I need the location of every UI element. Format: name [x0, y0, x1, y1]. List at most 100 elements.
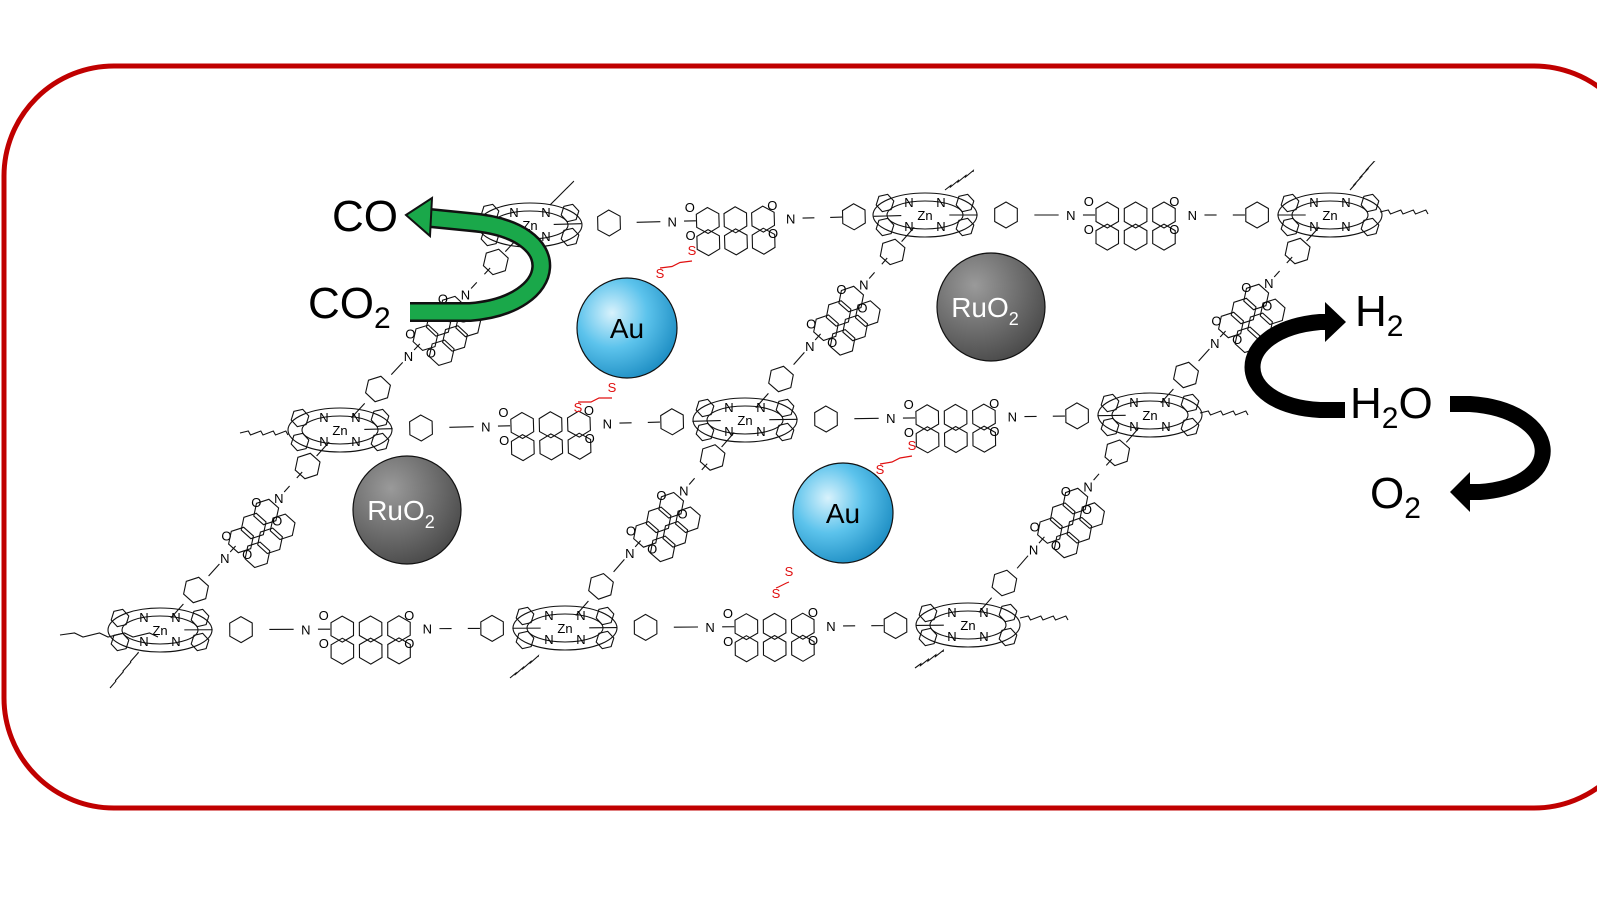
nitrogen-atom: N: [705, 620, 714, 635]
nitrogen-atom: N: [979, 629, 988, 644]
bond: [1093, 473, 1100, 481]
oxygen-atom: O: [1241, 280, 1251, 295]
aromatic-ring: [775, 422, 795, 442]
oxygen-atom: O: [678, 506, 688, 521]
water-oxidation-arrows: [1244, 302, 1551, 512]
aromatic-ring: [290, 432, 310, 452]
sulfur-atom: S: [574, 400, 583, 415]
aromatic-ring: [972, 425, 997, 453]
aromatic-ring: [1230, 297, 1257, 325]
oxygen-atom: O: [989, 424, 999, 439]
polymer-continuation: [509, 654, 540, 679]
bond: [721, 432, 735, 448]
aromatic-ring: [943, 403, 968, 432]
aromatic-ring: [790, 612, 815, 640]
bond: [1306, 226, 1320, 242]
aromatic-ring: [1065, 402, 1089, 430]
aromatic-ring: [510, 433, 535, 462]
oxygen-atom: O: [404, 608, 414, 623]
disulfide-linker: SS: [876, 438, 917, 477]
oxygen-atom: O: [319, 636, 329, 651]
aromatic-ring: [875, 217, 895, 237]
aromatic-ring: [290, 408, 310, 428]
aromatic-ring: [875, 193, 895, 213]
aromatic-ring: [515, 630, 535, 650]
nitrogen-atom: N: [1210, 336, 1219, 351]
nitrogen-atom: N: [351, 434, 360, 449]
aromatic-ring: [734, 635, 759, 663]
aromatic-ring: [695, 422, 715, 442]
nitrogen-atom: N: [351, 410, 360, 425]
aromatic-ring: [387, 615, 411, 643]
oxygen-atom: O: [1030, 520, 1040, 535]
o2-label: O2: [1370, 469, 1421, 525]
bond: [793, 351, 805, 366]
svg-text:RuO2: RuO2: [951, 292, 1019, 329]
nitrogen-atom: N: [1188, 208, 1197, 223]
aromatic-ring: [1066, 516, 1093, 544]
aromatic-ring: [409, 414, 433, 442]
aromatic-ring: [883, 611, 908, 640]
nitrogen-atom: N: [1341, 219, 1350, 234]
aromatic-ring: [658, 491, 685, 519]
oxygen-atom: O: [656, 488, 666, 503]
bond: [470, 282, 478, 289]
aromatic-ring: [560, 203, 580, 223]
bond: [208, 563, 220, 577]
polymer-continuation: [914, 648, 945, 669]
nitrogen-atom: N: [936, 219, 945, 234]
oxygen-atom: O: [904, 425, 914, 440]
aromatic-ring: [829, 328, 856, 356]
nitrogen-atom: N: [423, 622, 432, 637]
aromatic-ring: [695, 206, 720, 235]
aromatic-ring: [1104, 439, 1131, 467]
h2o-label: H2O: [1350, 379, 1433, 435]
polymer-continuation: [1379, 209, 1429, 215]
oxygen-atom: O: [723, 606, 733, 621]
aromatic-ring: [597, 209, 621, 237]
nitrogen-atom: N: [1129, 419, 1138, 434]
aromatic-ring: [660, 408, 685, 436]
aromatic-ring: [695, 398, 715, 418]
nitrogen-atom: N: [1008, 410, 1017, 425]
aromatic-ring: [1062, 487, 1089, 515]
sulfur-atom: S: [656, 266, 665, 281]
aromatic-ring: [244, 541, 271, 569]
disulfide-linker: SS: [772, 564, 794, 601]
nitrogen-atom: N: [1341, 195, 1350, 210]
bond: [901, 226, 915, 243]
nitrogen-atom: N: [461, 288, 470, 303]
oxygen-atom: O: [647, 542, 657, 557]
au-particle: Au: [576, 277, 678, 379]
aromatic-ring: [1036, 517, 1063, 544]
aromatic-ring: [1053, 531, 1080, 559]
aromatic-ring: [364, 375, 392, 403]
nitrogen-atom: N: [668, 214, 677, 229]
bond: [881, 257, 888, 265]
aromatic-ring: [915, 404, 940, 432]
aromatic-ring: [649, 535, 676, 563]
oxygen-atom: O: [685, 228, 695, 243]
bond: [1125, 427, 1140, 443]
zinc-atom: Zn: [152, 623, 167, 638]
bond: [1219, 330, 1227, 338]
nitrogen-atom: N: [786, 211, 795, 226]
oxygen-atom: O: [1084, 194, 1094, 209]
aromatic-ring: [768, 365, 794, 393]
aromatic-ring: [915, 426, 940, 454]
aromatic-ring: [370, 408, 390, 428]
oxygen-atom: O: [836, 282, 846, 297]
aromatic-ring: [1217, 311, 1245, 339]
bond: [978, 597, 993, 613]
oxygen-atom: O: [808, 605, 818, 620]
bond: [413, 343, 421, 351]
aromatic-ring: [412, 324, 439, 352]
aromatic-ring: [998, 627, 1018, 647]
aromatic-ring: [510, 411, 535, 440]
polymer-continuation: [1019, 615, 1069, 621]
